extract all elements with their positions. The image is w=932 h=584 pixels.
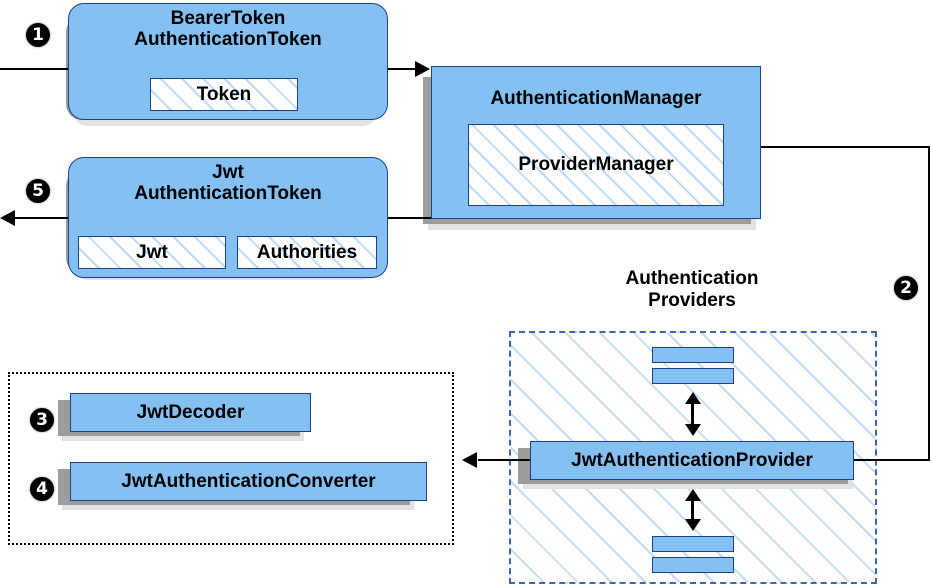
connector-right-vertical — [928, 146, 930, 461]
double-arrow-bottom-stem — [691, 497, 694, 523]
provider-placeholder-bar-bottom-1 — [652, 536, 734, 552]
double-arrow-top-down — [685, 424, 701, 436]
slot-authorities[interactable]: Authorities — [237, 236, 377, 269]
slot-provider-manager-label: ProviderManager — [518, 154, 674, 175]
node-jwt-decoder[interactable] — [70, 393, 311, 432]
node-jwt-authentication-provider[interactable] — [530, 441, 854, 480]
double-arrow-top-up — [685, 392, 701, 404]
provider-placeholder-bar-top-2 — [652, 368, 734, 384]
step-badge-1: 1 — [26, 23, 50, 47]
slot-jwt[interactable]: Jwt — [78, 236, 226, 269]
bearer-token-title-line1: BearerToken — [170, 8, 286, 29]
connector-response-out — [14, 217, 68, 219]
slot-token[interactable]: Token — [150, 78, 298, 111]
arrowhead-provider-to-support — [462, 452, 477, 468]
connector-provider-to-support — [478, 459, 531, 461]
slot-token-label: Token — [196, 83, 252, 105]
jwt-converter-title: JwtAuthenticationConverter — [121, 471, 376, 492]
step-badge-2: 2 — [894, 276, 918, 300]
arrowhead-token-to-manager — [415, 61, 430, 77]
auth-manager-title: AuthenticationManager — [490, 88, 702, 109]
slot-provider-manager[interactable]: ProviderManager — [468, 124, 724, 206]
slot-authorities-label: Authorities — [256, 241, 358, 263]
node-jwt-authentication-converter[interactable] — [70, 462, 427, 501]
providers-container-label: Authentication Providers — [508, 268, 876, 312]
jwt-decoder-title: JwtDecoder — [136, 402, 245, 423]
provider-placeholder-bar-bottom-2 — [652, 557, 734, 573]
jwt-token-title-line2: AuthenticationToken — [134, 183, 322, 205]
arrowhead-response-out — [0, 210, 15, 226]
step-badge-3: 3 — [30, 408, 54, 432]
jwt-provider-title: JwtAuthenticationProvider — [571, 450, 813, 471]
slot-jwt-label: Jwt — [136, 241, 168, 263]
step-badge-4: 4 — [30, 477, 54, 501]
bearer-token-title-line2: AuthenticationToken — [134, 29, 322, 51]
double-arrow-bottom-down — [685, 519, 701, 531]
step-badge-5: 5 — [26, 179, 50, 203]
providers-label-line1: Authentication — [625, 268, 759, 289]
double-arrow-bottom-up — [685, 489, 701, 501]
connector-token-to-manager — [388, 68, 420, 70]
providers-label-line2: Providers — [648, 289, 736, 311]
jwt-token-title-line1: Jwt — [212, 162, 244, 183]
connector-manager-to-jwt-token — [388, 217, 431, 219]
jwt-token-title: Jwt AuthenticationToken — [68, 162, 388, 205]
connector-into-provider — [782, 459, 930, 461]
container-jwt-support — [8, 372, 454, 545]
bearer-token-title: BearerToken AuthenticationToken — [68, 8, 388, 51]
connector-request-in — [0, 68, 68, 70]
double-arrow-top-stem — [691, 400, 694, 428]
provider-placeholder-bar-top-1 — [652, 347, 734, 363]
connector-manager-right — [760, 146, 930, 148]
